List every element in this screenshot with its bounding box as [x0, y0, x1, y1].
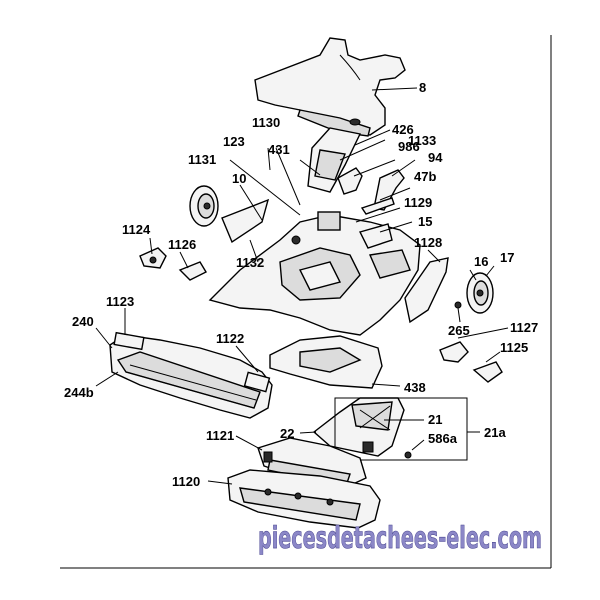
label-986: 986 — [398, 139, 420, 154]
label-15: 15 — [418, 214, 432, 229]
part-1120-sole-plate — [227, 469, 381, 529]
label-244b: 244b — [64, 385, 94, 400]
label-94: 94 — [428, 150, 443, 165]
label-16: 16 — [474, 254, 488, 269]
part-986 — [337, 167, 363, 195]
part-47b — [360, 197, 395, 215]
label-1123: 1123 — [106, 294, 134, 309]
label-1128: 1128 — [414, 235, 442, 250]
part-438-base-plate — [269, 335, 383, 389]
label-265: 265 — [448, 323, 470, 338]
label-22: 22 — [280, 426, 294, 441]
label-1121: 1121 — [206, 428, 234, 443]
part-586a-screw — [404, 451, 412, 459]
label-586a: 586a — [428, 431, 458, 446]
label-240: 240 — [72, 314, 94, 329]
label-438: 438 — [404, 380, 426, 395]
label-47b: 47b — [414, 169, 436, 184]
label-431: 431 — [268, 142, 290, 157]
part-1125 — [472, 361, 503, 383]
label-1130: 1130 — [252, 115, 280, 130]
label-1125: 1125 — [500, 340, 528, 355]
label-1124: 1124 — [122, 222, 151, 237]
part-1126 — [178, 261, 207, 281]
label-1127: 1127 — [510, 320, 538, 335]
part-10-wheel — [189, 185, 270, 244]
part-244b-brush-bar — [109, 331, 273, 419]
part-1128-wheel-cover — [404, 257, 449, 324]
watermark-text: piecesdetachees-elec.com — [258, 521, 542, 556]
part-426 — [307, 127, 362, 193]
part-21-assembly — [312, 397, 405, 457]
part-17-wheel — [466, 272, 494, 314]
label-1132: 1132 — [236, 255, 264, 270]
label-17: 17 — [500, 250, 514, 265]
label-1126: 1126 — [168, 237, 196, 252]
part-1127 — [439, 341, 469, 363]
part-1124 — [139, 247, 167, 269]
label-21: 21 — [428, 412, 442, 427]
label-1120: 1120 — [172, 474, 200, 489]
part-265 — [454, 301, 462, 309]
leader-lines — [95, 87, 509, 485]
part-21a-bracket — [334, 397, 468, 461]
label-21a: 21a — [484, 425, 506, 440]
label-10: 10 — [232, 171, 246, 186]
label-123: 123 — [223, 134, 245, 149]
part-15-chassis — [208, 211, 421, 336]
label-1129: 1129 — [404, 195, 432, 210]
label-1133: 1133 — [408, 133, 436, 148]
label-1122: 1122 — [216, 331, 244, 346]
label-8: 8 — [419, 80, 426, 95]
part-8-top-cover — [254, 37, 406, 137]
label-426: 426 — [392, 122, 414, 137]
label-1131: 1131 — [188, 152, 216, 167]
